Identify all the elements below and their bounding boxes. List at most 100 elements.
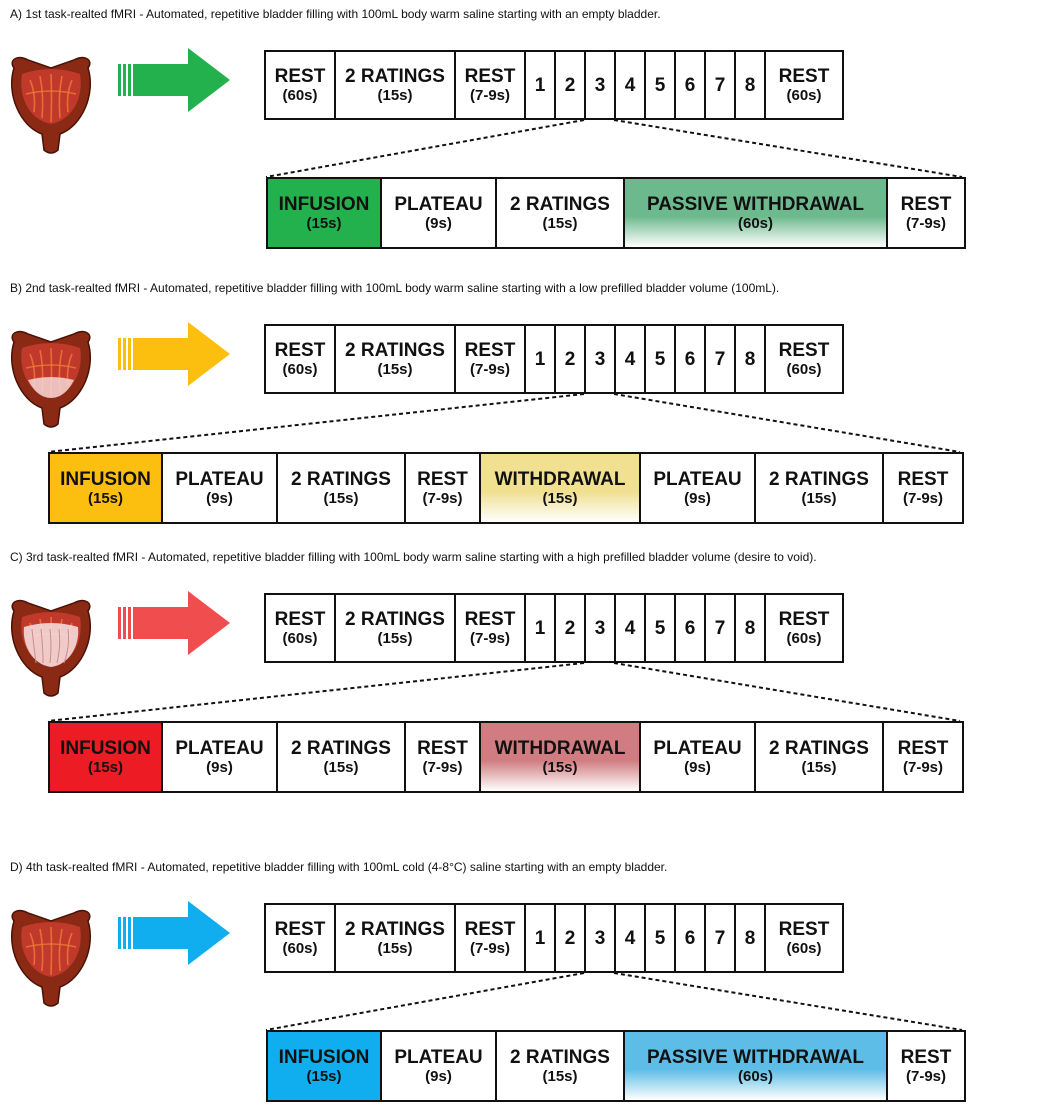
phase-cell: REST(60s) [766,595,842,661]
arrow-stripe [128,917,131,949]
phase-label: 4 [624,617,636,639]
sequence-number-cell: 5 [646,905,676,971]
sequence-number-cell: 2 [556,52,586,118]
bladder-fold [39,75,44,119]
phase-cell: PASSIVE WITHDRAWAL(60s) [625,1032,888,1100]
zoom-connector-line [613,119,963,178]
phase-label: PASSIVE WITHDRAWAL [646,193,865,215]
filling-arrow [118,591,230,655]
phase-cell: REST(7-9s) [406,723,481,791]
sequence-number-cell: 5 [646,326,676,392]
phase-label: 3 [594,927,606,949]
phase-label: 2 RATINGS [345,608,445,630]
phase-label: REST [897,468,949,490]
phase-duration: (60s) [737,1067,774,1085]
sequence-number-cell: 2 [556,595,586,661]
phase-cell: REST(7-9s) [888,179,964,247]
phase-label: PLATEAU [653,737,742,759]
arrow-stripe [123,338,126,370]
phase-cell: PLATEAU(9s) [382,1032,497,1100]
phase-label: REST [417,468,468,490]
sequence-number-cell: 6 [676,52,706,118]
bladder-fold [50,926,53,976]
phase-cell: PLATEAU(9s) [641,723,756,791]
phase-cell: REST(7-9s) [888,1032,964,1100]
zoom-connector-line [265,119,585,178]
bladder-fold [58,928,63,972]
section-caption: B) 2nd task-realted fMRI - Automated, re… [10,281,780,295]
phase-label: REST [464,65,516,87]
phase-label: REST [464,918,516,940]
phase-duration: (15s) [377,939,413,957]
sequence-number-cell: 1 [526,52,556,118]
phase-label: WITHDRAWAL [494,468,626,490]
phase-label: 2 [564,927,576,949]
phase-duration: (60s) [282,939,318,957]
phase-label: 8 [744,927,756,949]
protocol-section: D) 4th task-realted fMRI - Automated, re… [0,853,1040,1113]
phase-label: 2 RATINGS [769,468,869,490]
sequence-number-cell: 7 [706,326,736,392]
bladder-fold [25,364,77,369]
section-caption: D) 4th task-realted fMRI - Automated, re… [10,860,668,874]
trial-detail-bar: INFUSION(15s)PLATEAU(9s)2 RATINGS(15s)RE… [48,452,964,524]
bladder-fold [29,79,36,113]
arrow-body [133,48,230,112]
phase-label: 8 [744,617,756,639]
protocol-section: C) 3rd task-realted fMRI - Automated, re… [0,543,1040,803]
phase-label: 6 [684,617,696,639]
sequence-number-cell: 3 [586,326,616,392]
phase-duration: (15s) [323,489,359,507]
phase-label: REST [274,65,326,87]
phase-label: INFUSION [278,193,370,215]
arrow-icon [118,591,230,655]
phase-label: 6 [684,348,696,370]
phase-cell: REST(7-9s) [406,454,481,522]
phase-cell: REST(60s) [266,905,336,971]
phase-cell: WITHDRAWAL(15s) [481,723,641,791]
phase-label: 7 [714,348,726,370]
phase-duration: (15s) [542,1067,578,1085]
arrow-body [133,591,230,655]
sequence-number-cell: 4 [616,52,646,118]
phase-label: REST [778,608,830,630]
bladder-icon [10,599,92,697]
phase-label: 3 [594,617,606,639]
phase-label: 2 [564,348,576,370]
phase-duration: (9s) [425,1067,452,1085]
phase-label: REST [900,193,952,215]
phase-label: REST [897,737,949,759]
phase-label: 2 RATINGS [345,339,445,361]
arrow-stripe [128,607,131,639]
phase-label: REST [778,65,830,87]
phase-cell: INFUSION(15s) [268,1032,382,1100]
bladder-fold [25,90,77,95]
sequence-number-cell: 5 [646,52,676,118]
phase-label: 1 [534,617,546,639]
phase-label: PLATEAU [175,468,264,490]
arrow-icon [118,48,230,112]
phase-cell: INFUSION(15s) [268,179,382,247]
phase-label: 2 RATINGS [510,1046,610,1068]
phase-label: 8 [744,74,756,96]
phase-cell: 2 RATINGS(15s) [278,723,406,791]
arrow-stripe [118,917,121,949]
phase-duration: (9s) [425,214,452,232]
arrow-stripe [118,64,121,96]
phase-duration: (7-9s) [469,86,510,104]
bladder-fluid-line [56,628,61,664]
trial-detail-bar: INFUSION(15s)PLATEAU(9s)2 RATINGS(15s)PA… [266,177,966,249]
phase-label: REST [417,737,468,759]
phase-label: PLATEAU [394,193,483,215]
phase-cell: INFUSION(15s) [50,454,163,522]
arrow-stripe [123,607,126,639]
phase-cell: PLATEAU(9s) [163,723,278,791]
phase-duration: (60s) [786,360,822,378]
sequence-number-cell: 3 [586,52,616,118]
phase-label: 6 [684,927,696,949]
sequence-number-cell: 3 [586,595,616,661]
phase-label: INFUSION [60,468,151,490]
phase-label: REST [464,339,516,361]
phase-duration: (7-9s) [422,489,463,507]
phase-label: REST [274,918,326,940]
